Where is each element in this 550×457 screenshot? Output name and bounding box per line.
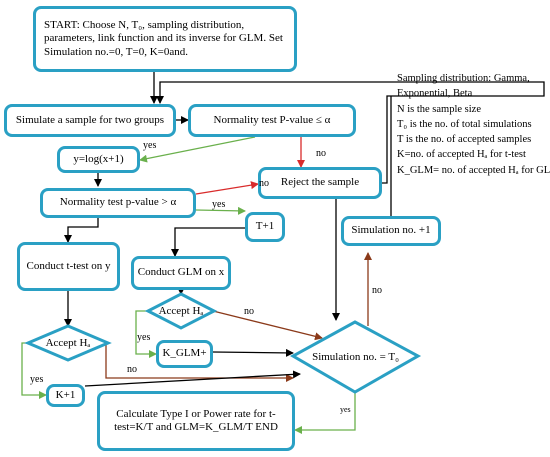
edge-normality2-to-tinc <box>195 206 246 215</box>
node-simulation-increment: Simulation no. +1 <box>341 216 441 246</box>
note-line: Exponential, Beta <box>397 88 473 100</box>
edge-label-no-loop: no <box>372 285 382 296</box>
note-line: N is the sample size <box>397 103 481 115</box>
node-t-increment: T+1 <box>245 212 285 242</box>
diamond-sim-check <box>289 320 422 394</box>
edge-label-no-reject2: no <box>259 178 269 189</box>
edge-kinc-to-simcheck <box>84 370 301 387</box>
note-line: T is the no. of accepted samples <box>397 134 532 146</box>
label-accept-glm: Accept Hₐ <box>158 305 204 317</box>
node-transform: y=log(x+1) <box>57 146 140 173</box>
diamond-accept-t <box>24 324 112 362</box>
node-simulate-sample: Simulate a sample for two groups <box>4 104 176 137</box>
node-reject-sample: Reject the sample <box>258 167 382 199</box>
edge-label-no-reject1: no <box>316 148 326 159</box>
diamond-accept-glm <box>144 292 218 330</box>
label-accept-t: Accept Hₐ <box>45 337 91 349</box>
note-line: K=no. of accepted Hₐ for t-test <box>397 149 526 161</box>
node-conduct-ttest: Conduct t-test on y <box>17 242 120 291</box>
edge-acceptglm-to-kglm <box>135 310 157 358</box>
node-calculate-end: Calculate Type I or Power rate for t-tes… <box>97 391 295 451</box>
edge-acceptglm-to-simcheck <box>212 310 323 341</box>
edge-label-yes-glm: yes <box>137 332 151 343</box>
edge-label-no-t: no <box>127 364 137 375</box>
node-start: START: Choose N, T₀, sampling distributi… <box>33 6 297 72</box>
legend-notes: Sampling distribution: Gamma, Exponentia… <box>397 71 550 178</box>
edge-simcheck-to-calculate <box>294 392 356 434</box>
edge-label-yes-t: yes <box>212 199 226 210</box>
node-k-increment: K+1 <box>46 384 85 407</box>
label-sim-check: Simulation no. = T₀ <box>312 351 399 363</box>
edge-label-yes-end: yes <box>340 405 351 414</box>
edge-tinc-to-glm <box>171 227 245 257</box>
edge-label-no-glm: no <box>244 306 254 317</box>
edge-normality2-to-ttest <box>64 218 99 243</box>
edge-normality1-to-transform <box>139 136 256 163</box>
edge-reject-to-simulate-loop <box>156 81 545 184</box>
edge-label-yes-transform: yes <box>143 140 157 151</box>
edge-label-yes-t2: yes <box>30 374 44 385</box>
edge-kglm-to-simcheck <box>212 348 294 357</box>
note-line: T₀ is the no. of total simulations <box>397 118 532 130</box>
node-kglm-increment: K_GLM+ <box>156 340 213 368</box>
edge-normality2-to-reject <box>195 181 259 195</box>
node-normality-test-2: Normality test p-value > α <box>40 188 196 218</box>
node-normality-test-1: Normality test P-value ≤ α <box>188 104 356 137</box>
note-line: K_GLM= no. of accepted Hₐ for GLM <box>397 164 550 176</box>
note-line: Sampling distribution: Gamma, <box>397 73 530 84</box>
node-conduct-glm: Conduct GLM on x <box>131 256 231 290</box>
